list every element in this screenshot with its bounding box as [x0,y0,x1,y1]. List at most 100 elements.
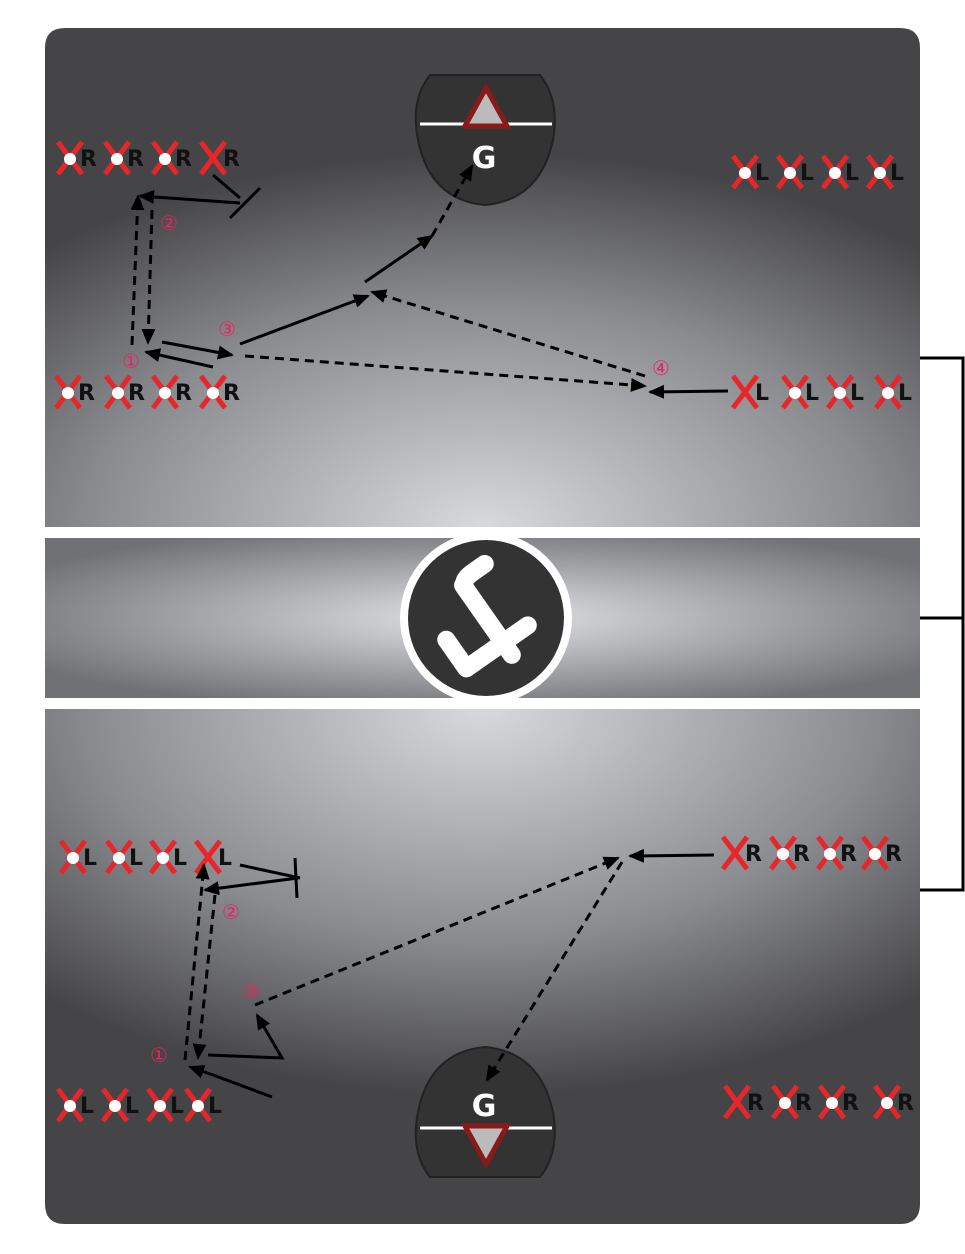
player-letter: R [897,1091,914,1116]
player-letter: L [173,846,187,871]
pass-dashed [244,354,647,392]
goal-crease-triangle [460,1123,512,1170]
goal-label: G [472,1089,497,1124]
player: R [816,835,857,871]
player: L [731,374,769,410]
player-letter: L [800,161,814,186]
cut-dashed [183,863,210,1061]
player: L [184,1087,222,1123]
player: R [56,140,97,176]
goal-bottom: G [414,1045,556,1178]
ball-icon [881,1097,893,1109]
player-letter: R [127,147,144,172]
player-letter: L [845,161,859,186]
player-letter: R [745,842,762,867]
ball-icon [154,1100,166,1112]
player-letter: L [83,846,97,871]
pass-line [188,1064,273,1099]
player-letter: L [850,381,864,406]
player-letter: L [755,381,769,406]
step-4: ④ [652,356,670,380]
cut-dashed [192,894,217,1060]
ball-icon [739,167,751,179]
pick-screen [212,173,262,220]
x-mark-icon [731,374,759,410]
step-2: ② [222,900,240,924]
bottom-drill-paths [183,848,715,1099]
player-letter: R [842,1091,859,1116]
goal-crease-triangle [460,82,512,129]
player: R [723,1084,764,1120]
x-mark-icon [723,1084,751,1120]
ball-icon [834,387,846,399]
shot-dashed [485,861,624,1082]
player: R [103,140,144,176]
player: R [151,374,192,410]
player: L [826,374,864,410]
ball-icon [826,1097,838,1109]
ball-icon [192,1100,204,1112]
ball-icon [207,387,219,399]
ball-icon [784,167,796,179]
pass-line [203,876,299,896]
pass-line [628,848,715,863]
run-line [207,1013,285,1060]
ball-icon [789,387,801,399]
player: R [771,1084,812,1120]
player-letter: R [795,1091,812,1116]
player: L [781,374,819,410]
ball-icon [157,852,169,864]
ball-icon [159,387,171,399]
player-letter: L [129,846,143,871]
ball-icon [109,1100,121,1112]
ball-icon [869,848,881,860]
shot-dashed [430,164,474,237]
ball-icon [64,1100,76,1112]
run-line [364,234,434,284]
goal-label: G [472,141,497,176]
pass-dashed [370,289,646,378]
player: L [866,154,904,190]
player: R [861,835,902,871]
cut-dashed [141,209,156,345]
player-letter: R [128,381,145,406]
x-mark-icon [721,835,749,871]
player-letter: L [208,1094,222,1119]
player: R [721,835,762,871]
player-letter: R [78,381,95,406]
step-3: ③ [218,317,236,341]
player: L [149,839,187,875]
player: L [101,1087,139,1123]
player-letter: L [218,846,232,871]
ball-icon [113,852,125,864]
player-letter: L [898,381,912,406]
ball-icon [62,387,74,399]
top-drill-paths [130,164,729,399]
ball-icon [67,852,79,864]
step-1: ① [150,1043,168,1067]
player: L [146,1087,184,1123]
pass-line [138,189,241,205]
logo [400,532,572,704]
player: R [54,374,95,410]
pass-line [648,384,729,399]
player-letter: R [747,1091,764,1116]
player: L [731,154,769,190]
player-letter: L [890,161,904,186]
cut-dashed [130,194,145,346]
ball-icon [882,387,894,399]
player-letter: R [80,147,97,172]
logo-mark [437,554,537,678]
bracket [920,356,965,892]
player-letter: R [175,381,192,406]
player: R [199,140,240,176]
x-mark-icon [199,140,227,176]
player: R [873,1084,914,1120]
run-line [239,294,370,346]
